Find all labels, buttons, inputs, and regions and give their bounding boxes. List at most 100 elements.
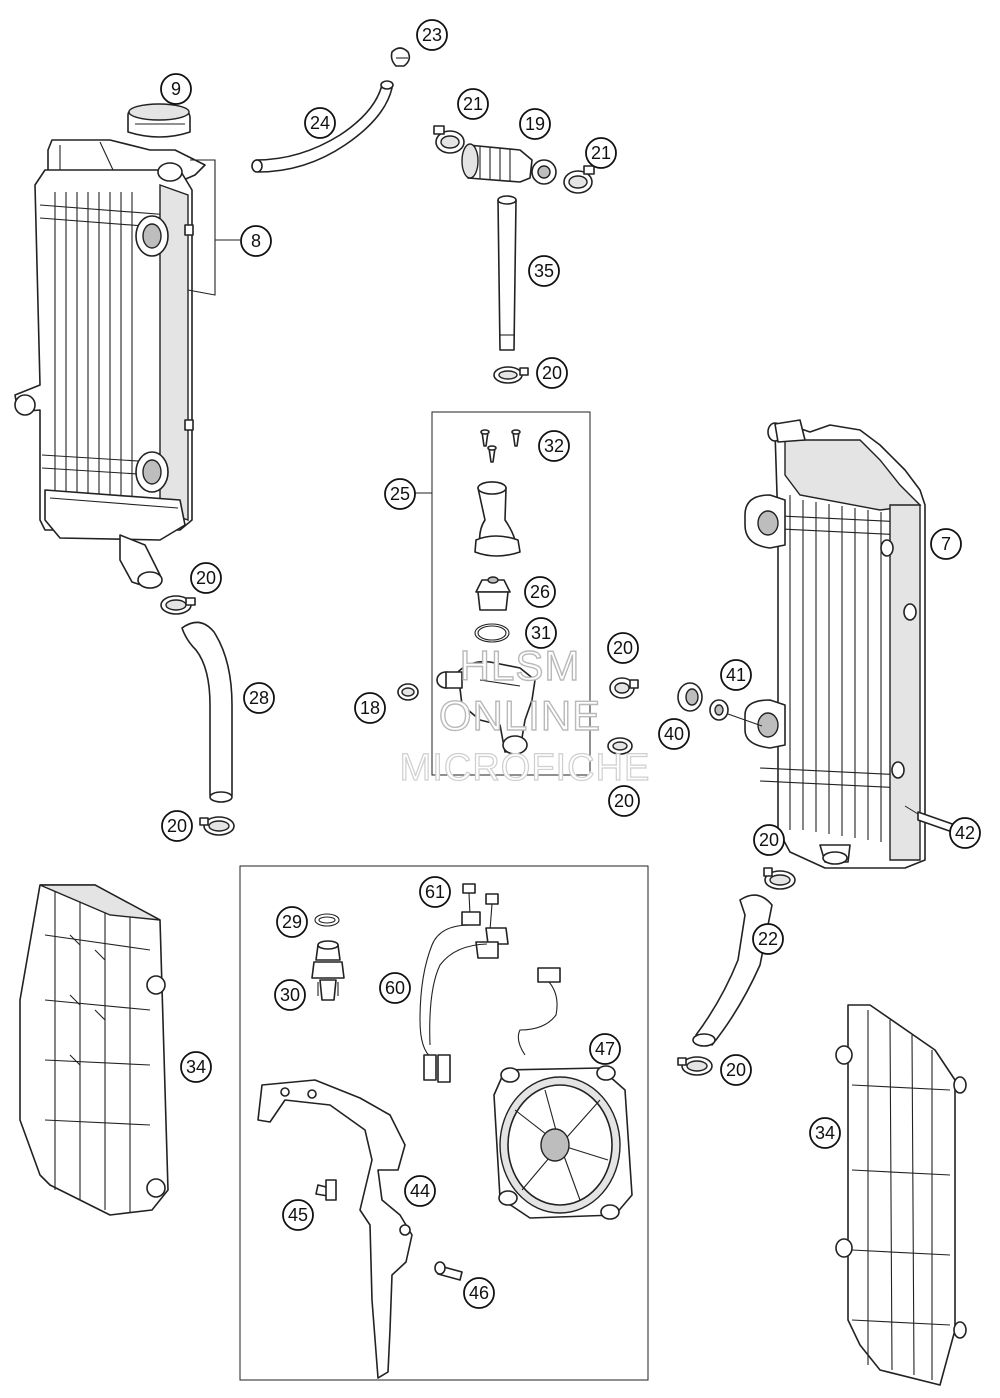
callout-24: 24	[304, 107, 336, 139]
callout-20-mid: 20	[607, 632, 639, 664]
sealing-ring	[314, 913, 340, 927]
callout-47: 47	[589, 1033, 621, 1065]
fan-group-frame	[239, 865, 649, 1381]
screws	[480, 429, 521, 463]
callout-28: 28	[243, 682, 275, 714]
callout-20-low: 20	[608, 785, 640, 817]
svg-text:20: 20	[759, 830, 779, 850]
svg-text:60: 60	[385, 978, 405, 998]
svg-text:9: 9	[171, 79, 181, 99]
svg-text:31: 31	[531, 623, 551, 643]
watermark-line-2: ONLINE	[439, 692, 601, 739]
callout-34-left: 34	[180, 1051, 212, 1083]
svg-text:20: 20	[726, 1060, 746, 1080]
svg-text:22: 22	[758, 929, 778, 949]
hose-clip	[390, 47, 411, 67]
svg-text:32: 32	[544, 436, 564, 456]
bracket-bolt	[434, 1261, 463, 1281]
svg-text:45: 45	[288, 1205, 308, 1225]
callout-35: 35	[528, 255, 560, 287]
hose-clamp-20-left-lower	[199, 816, 235, 836]
callout-41: 41	[720, 659, 752, 691]
lower-hose-left	[181, 621, 233, 803]
hose-clamp-20-right-upper	[763, 867, 796, 890]
left-radiator	[14, 139, 206, 589]
callout-20-left-upper: 20	[190, 562, 222, 594]
callout-44: 44	[404, 1175, 436, 1207]
thermostat-housing	[436, 660, 536, 755]
callout-40: 40	[658, 718, 690, 750]
radiator-guard-left	[19, 884, 169, 1216]
svg-text:61: 61	[425, 882, 445, 902]
lower-hose-right	[692, 894, 773, 1047]
callout-46: 46	[463, 1277, 495, 1309]
callout-7: 7	[930, 528, 962, 560]
thermostat	[475, 576, 511, 611]
radiator-guard-right	[835, 1004, 967, 1386]
callout-45: 45	[282, 1199, 314, 1231]
hose-clamp-21-right	[563, 165, 595, 194]
svg-text:21: 21	[463, 94, 483, 114]
fan-bracket	[257, 1079, 413, 1379]
callout-29: 29	[276, 906, 308, 938]
hose-clamp-20-low	[607, 737, 633, 755]
overflow-hose	[251, 80, 394, 173]
callout-20-left-lower: 20	[161, 810, 193, 842]
hose-clamp-21-left	[433, 125, 465, 154]
svg-text:26: 26	[530, 582, 550, 602]
svg-text:18: 18	[360, 698, 380, 718]
callout-20-right-upper: 20	[753, 824, 785, 856]
thermostat-group-frame	[415, 411, 591, 776]
svg-text:8: 8	[251, 231, 261, 251]
callout-23: 23	[416, 19, 448, 51]
svg-text:25: 25	[390, 484, 410, 504]
svg-text:40: 40	[664, 724, 684, 744]
callout-60: 60	[379, 972, 411, 1004]
callout-18: 18	[354, 692, 386, 724]
callout-22: 22	[752, 923, 784, 955]
hose-clamp-20-right-lower	[677, 1056, 713, 1076]
svg-text:19: 19	[525, 114, 545, 134]
cooling-fan	[493, 967, 633, 1220]
hose-clamp-20-mid	[609, 677, 639, 699]
callout-19: 19	[519, 108, 551, 140]
svg-text:28: 28	[249, 688, 269, 708]
callout-30: 30	[274, 979, 306, 1011]
callout-61: 61	[419, 876, 451, 908]
radiator-cap	[127, 103, 191, 138]
hose-clamp-20-left-upper	[160, 595, 196, 615]
washer	[709, 699, 729, 721]
watermark-line-3: MICROFICHE	[400, 747, 651, 789]
svg-text:20: 20	[542, 363, 562, 383]
callout-9: 9	[160, 73, 192, 105]
callout-25: 25	[384, 478, 416, 510]
svg-text:20: 20	[613, 638, 633, 658]
svg-text:20: 20	[196, 568, 216, 588]
temperature-switch	[311, 940, 345, 1001]
svg-text:34: 34	[815, 1123, 835, 1143]
callout-8: 8	[240, 225, 272, 257]
bracket-screw	[315, 1179, 337, 1201]
svg-text:44: 44	[410, 1181, 430, 1201]
svg-text:21: 21	[591, 143, 611, 163]
svg-text:24: 24	[310, 113, 330, 133]
o-ring	[474, 623, 510, 643]
svg-text:47: 47	[595, 1039, 615, 1059]
callout-21-right: 21	[585, 137, 617, 169]
rubber-grommet	[677, 682, 703, 712]
callout-21-left: 21	[457, 88, 489, 120]
callout-32: 32	[538, 430, 570, 462]
callout-34-right: 34	[809, 1117, 841, 1149]
wiring-harness	[419, 883, 509, 1083]
hose-connector	[461, 143, 557, 185]
svg-text:41: 41	[726, 665, 746, 685]
svg-text:35: 35	[534, 261, 554, 281]
svg-text:42: 42	[955, 823, 975, 843]
svg-text:20: 20	[614, 791, 634, 811]
svg-text:30: 30	[280, 985, 300, 1005]
watermark-line-1: HLSM	[460, 642, 581, 689]
coolant-pipe	[497, 195, 517, 351]
svg-text:20: 20	[167, 816, 187, 836]
right-radiator	[744, 419, 926, 869]
